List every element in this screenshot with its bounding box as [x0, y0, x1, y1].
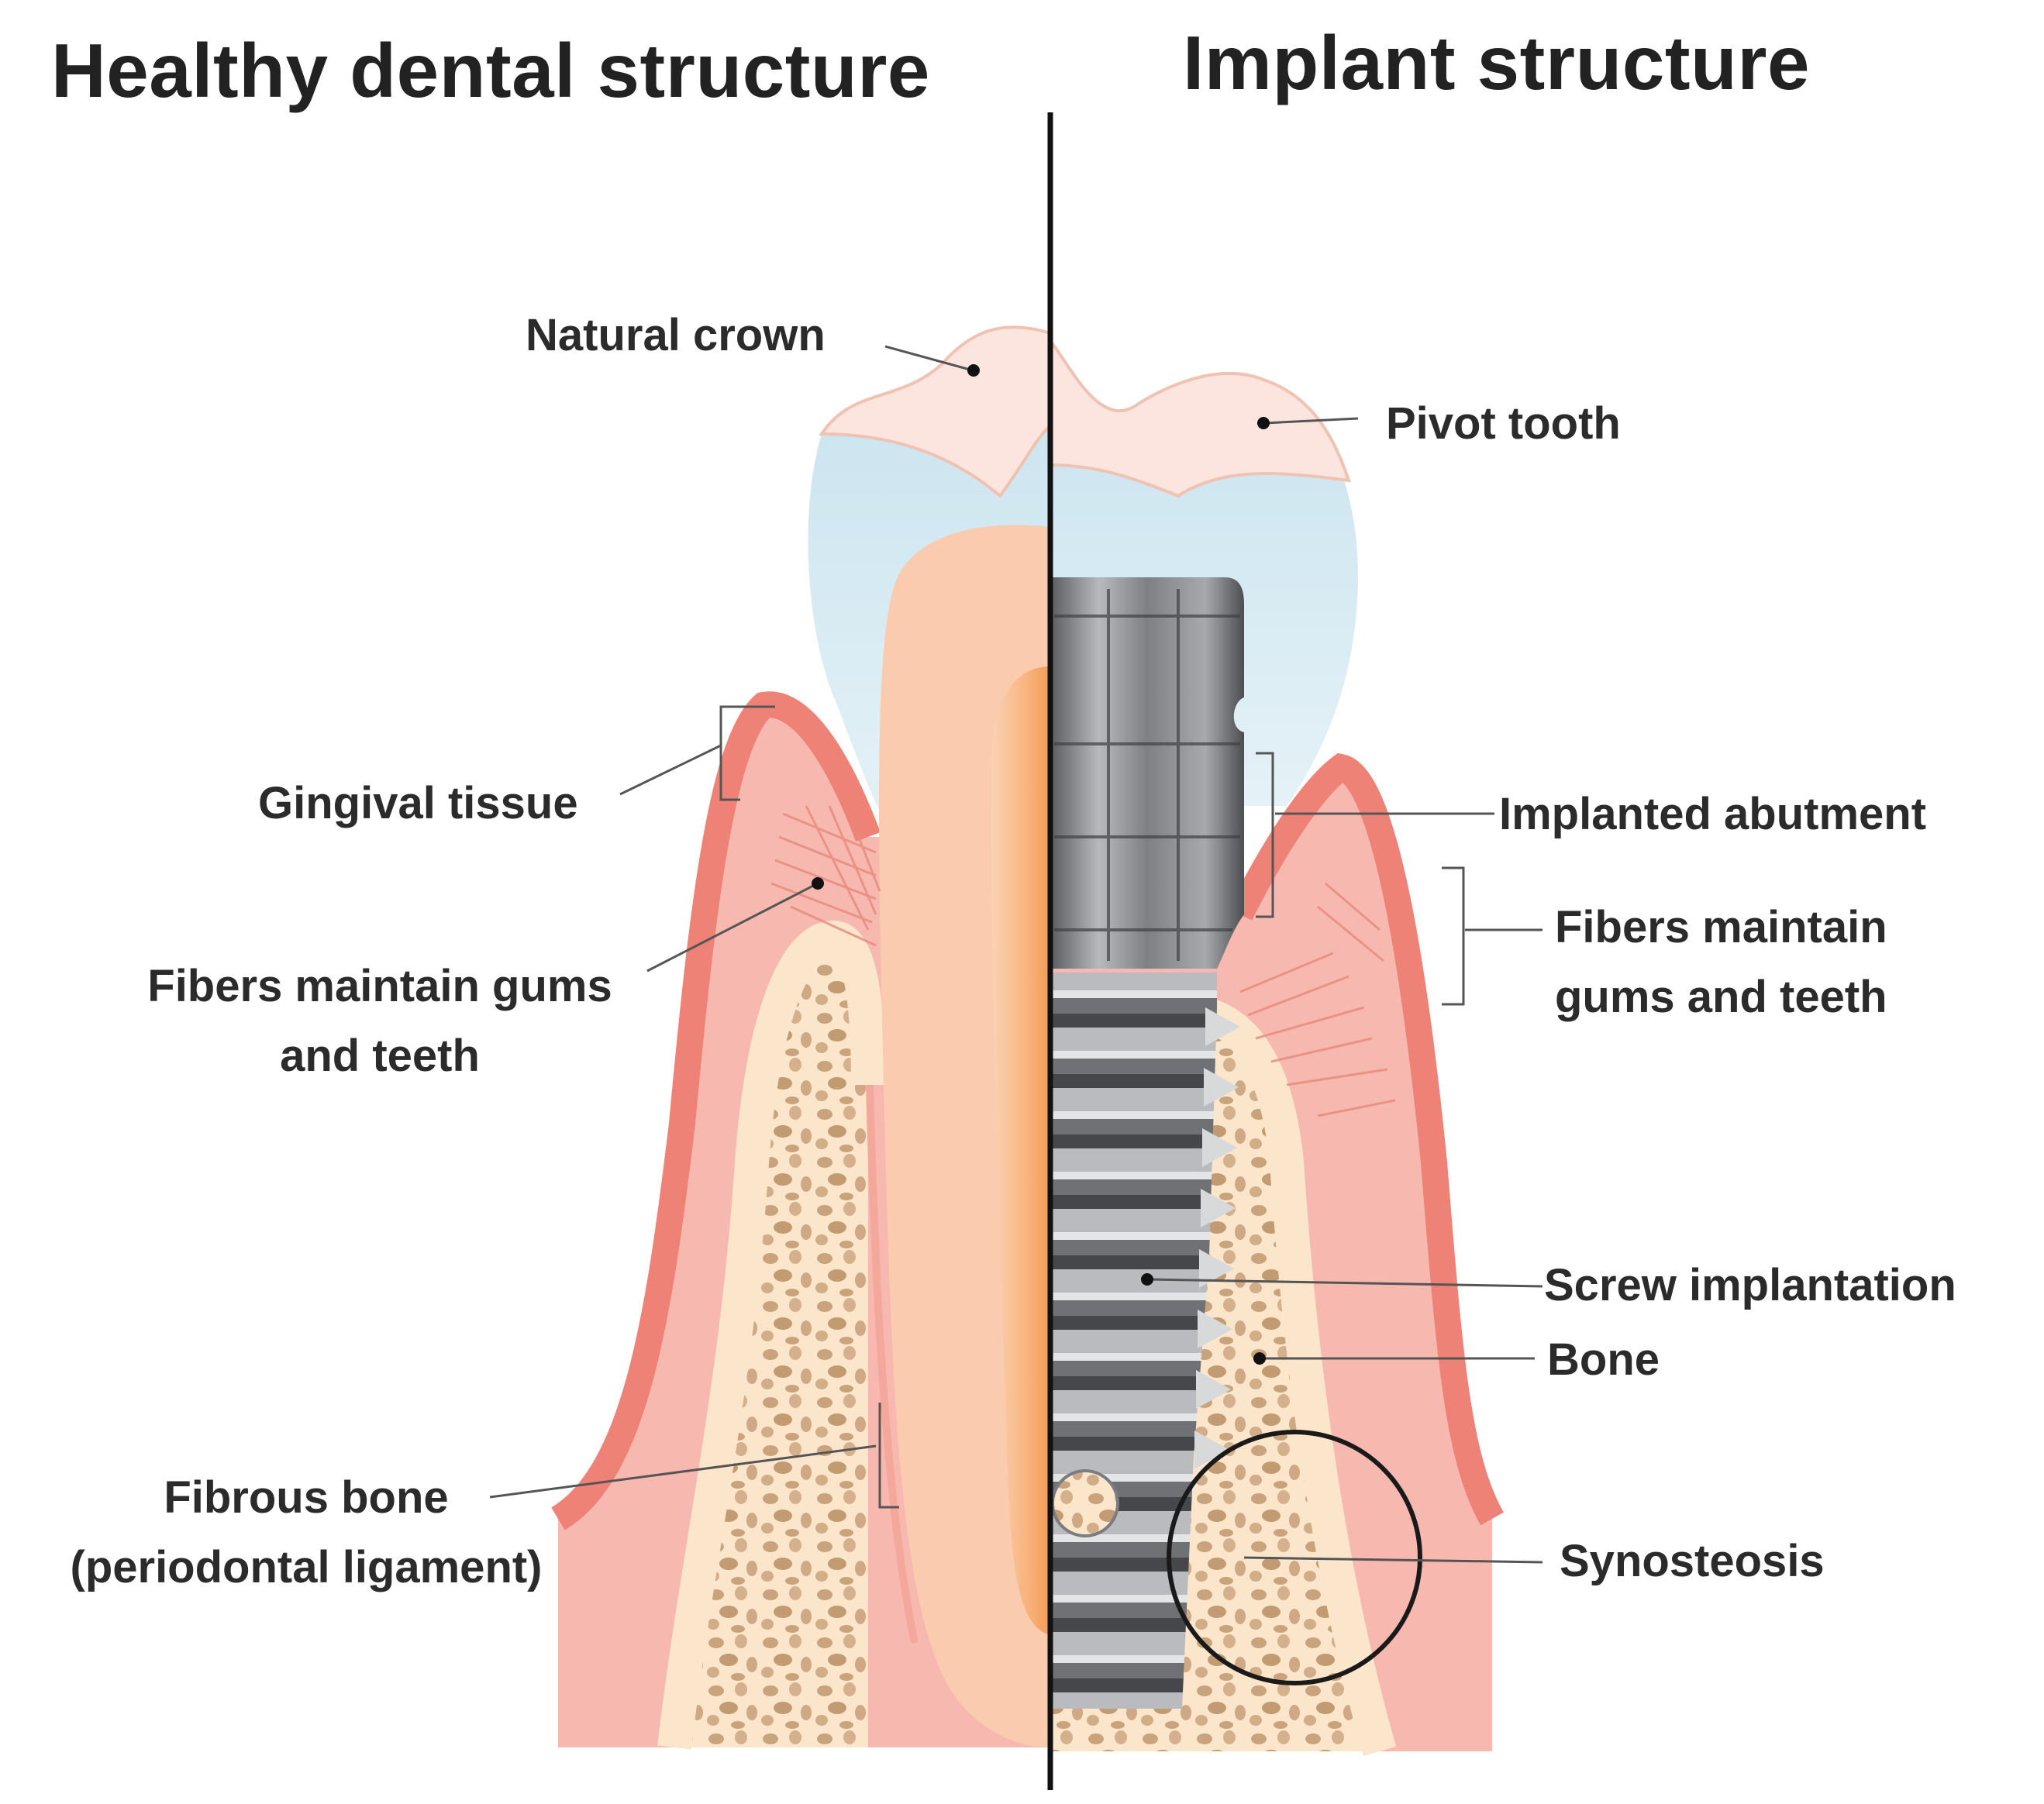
- label-fibrous-bone-line-1: Fibrous bone: [164, 1472, 449, 1523]
- label-fibrous-bone-line-2: (periodontal ligament): [70, 1541, 543, 1592]
- leader-gingival-tissue: [619, 744, 722, 796]
- leader-fibrous-bone: [489, 1444, 877, 1499]
- label-synosteosis: Synosteosis: [1560, 1536, 1825, 1586]
- periodontal-fibers-left: [770, 805, 881, 947]
- bracket-gingival-tissue: [719, 705, 775, 801]
- leader-synosteosis: [1243, 1556, 1543, 1564]
- label-natural-crown: Natural crown: [526, 310, 826, 360]
- label-implanted-abutment: Implanted abutment: [1499, 789, 1927, 839]
- title-healthy-dental-structure: Healthy dental structure: [51, 28, 930, 113]
- leader-lines: [489, 345, 1543, 1564]
- bone-cortex-left: [657, 920, 885, 1750]
- label-fibers-right-line-1: Fibers maintain: [1555, 902, 1887, 952]
- bracket-fibrous-bone: [878, 1403, 899, 1509]
- leader-natural-crown: [884, 345, 974, 372]
- pulp-left: [991, 666, 1050, 1635]
- gum-edge-right: [1228, 752, 1504, 1526]
- label-screw-implantation: Screw implantation: [1544, 1260, 1956, 1310]
- synosteosis-magnifier: [1167, 1430, 1422, 1685]
- label-fibers-maintain-gums-right: Fibers maintain gums and teeth: [1555, 893, 1887, 1032]
- implant-abutment: [1050, 577, 1244, 969]
- title-implant-structure: Implant structure: [1183, 20, 1810, 105]
- pointer-dots: [812, 364, 1270, 1365]
- leader-fibers-left: [646, 882, 819, 973]
- dot-bone: [1253, 1352, 1266, 1365]
- label-fibers-maintain-gums-left: Fibers maintain gums and teeth: [116, 952, 643, 1091]
- screw-hole: [1051, 1469, 1119, 1537]
- bracket-fibers-right: [1442, 866, 1465, 1006]
- bracket-implanted-abutment: [1256, 752, 1274, 918]
- periodontal-ligament-line: [866, 1084, 919, 1644]
- leader-screw-implantation: [1149, 1278, 1543, 1288]
- abutment-details: [1054, 589, 1240, 961]
- gum-edge-left: [550, 691, 881, 1530]
- label-fibers-left-line-1: Fibers maintain gums: [147, 961, 612, 1011]
- implant-section: [1050, 338, 1504, 1757]
- label-fibers-left-line-2: and teeth: [280, 1030, 480, 1081]
- label-pivot-tooth: Pivot tooth: [1386, 398, 1621, 449]
- dot-pivot-tooth: [1257, 417, 1270, 429]
- leader-pivot-tooth: [1264, 417, 1359, 425]
- screw-threads: [1194, 1007, 1240, 1469]
- label-fibers-right-line-2: gums and teeth: [1555, 971, 1887, 1022]
- label-bone: Bone: [1547, 1334, 1660, 1385]
- healthy-tooth-section: [550, 325, 1050, 1750]
- natural-crown-top: [819, 325, 1050, 498]
- dot-natural-crown: [967, 364, 980, 377]
- alveolar-bone-left: [674, 938, 868, 1747]
- label-fibrous-bone: Fibrous bone (periodontal ligament): [39, 1463, 574, 1603]
- dot-fibers-left: [812, 877, 824, 890]
- bone-cortex-right: [1203, 999, 1397, 1757]
- label-gingival-tissue: Gingival tissue: [258, 778, 578, 828]
- dot-screw-implantation: [1141, 1273, 1153, 1286]
- pivot-tooth-top: [1050, 338, 1351, 498]
- gum-fibers-right: [1239, 882, 1396, 1117]
